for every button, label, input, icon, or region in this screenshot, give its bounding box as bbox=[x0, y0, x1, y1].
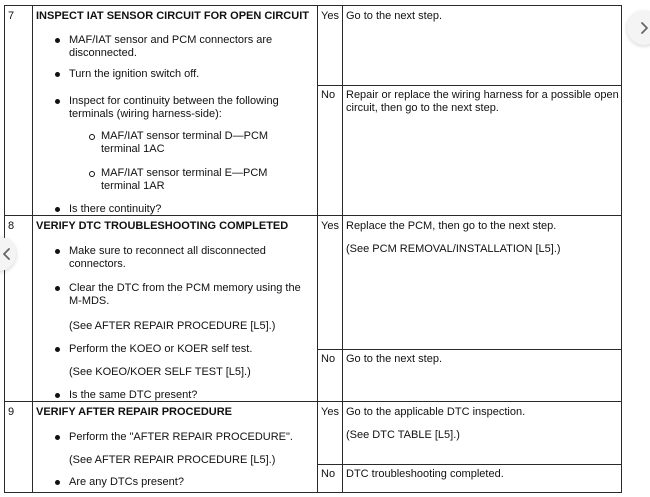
yes-reference: (See DTC TABLE [L5].) bbox=[346, 429, 460, 441]
yes-reference: (See PCM REMOVAL/INSTALLATION [L5].) bbox=[346, 243, 561, 255]
step-title: INSPECT IAT SENSOR CIRCUIT FOR OPEN CIRC… bbox=[36, 10, 309, 22]
reference-text: (See AFTER REPAIR PROCEDURE [L5].) bbox=[69, 454, 276, 466]
next-page-button[interactable] bbox=[627, 11, 650, 45]
question-text: Is there continuity? bbox=[69, 203, 162, 215]
step-title: VERIFY DTC TROUBLESHOOTING COMPLETED bbox=[36, 220, 289, 232]
previous-page-button[interactable] bbox=[0, 237, 16, 271]
instruction-text: MAF/IAT sensor and PCM connectors are bbox=[69, 34, 273, 46]
question-text: Are any DTCs present? bbox=[69, 476, 184, 488]
instruction-text: Turn the ignition switch off. bbox=[69, 68, 200, 80]
row-divider bbox=[5, 401, 621, 402]
no-label: No bbox=[321, 353, 336, 365]
bullet-icon bbox=[55, 480, 60, 485]
bullet-icon bbox=[55, 393, 60, 398]
no-label: No bbox=[321, 89, 336, 101]
instruction-text: terminals (wiring harness-side): bbox=[69, 108, 222, 120]
instruction-text: Make sure to reconnect all disconnected bbox=[69, 245, 266, 257]
instruction-text: Perform the KOEO or KOER self test. bbox=[69, 343, 253, 355]
bullet-icon bbox=[55, 347, 60, 352]
step-number: 9 bbox=[8, 406, 15, 418]
instruction-text: Perform the "AFTER REPAIR PROCEDURE". bbox=[69, 431, 293, 443]
step-title: VERIFY AFTER REPAIR PROCEDURE bbox=[36, 406, 232, 418]
result-divider bbox=[317, 85, 621, 86]
reference-text: (See KOEO/KOER SELF TEST [L5].) bbox=[69, 366, 251, 378]
yes-action: Go to the applicable DTC inspection. bbox=[346, 406, 526, 418]
column-divider-action bbox=[317, 6, 318, 492]
no-action: DTC troubleshooting completed. bbox=[346, 468, 504, 480]
bullet-icon bbox=[55, 286, 60, 291]
chevron-left-icon bbox=[3, 248, 10, 260]
yes-label: Yes bbox=[321, 406, 339, 418]
column-divider-result bbox=[342, 6, 343, 492]
no-label: No bbox=[321, 468, 336, 480]
sub-bullet-icon bbox=[89, 134, 95, 140]
column-divider-step bbox=[32, 6, 33, 492]
result-divider bbox=[317, 349, 621, 350]
instruction-text: Inspect for continuity between the follo… bbox=[69, 95, 279, 107]
instruction-text: connectors. bbox=[69, 258, 126, 270]
yes-label: Yes bbox=[321, 10, 339, 22]
no-action: Repair or replace the wiring harness for… bbox=[346, 89, 619, 101]
instruction-text: Clear the DTC from the PCM memory using … bbox=[69, 282, 301, 294]
sub-bullet-icon bbox=[89, 171, 95, 177]
bullet-icon bbox=[55, 435, 60, 440]
row-divider bbox=[5, 215, 621, 216]
instruction-text: disconnected. bbox=[69, 47, 137, 59]
bullet-icon bbox=[55, 72, 60, 77]
yes-action: Replace the PCM, then go to the next ste… bbox=[346, 220, 557, 232]
question-text: Is the same DTC present? bbox=[69, 389, 198, 401]
no-action: circuit, then go to the next step. bbox=[346, 102, 499, 114]
result-divider bbox=[317, 464, 621, 465]
diagnostic-procedure-table: 7 INSPECT IAT SENSOR CIRCUIT FOR OPEN CI… bbox=[4, 5, 622, 493]
bullet-icon bbox=[55, 249, 60, 254]
yes-label: Yes bbox=[321, 220, 339, 232]
instruction-text: M-MDS. bbox=[69, 295, 110, 307]
reference-text: (See AFTER REPAIR PROCEDURE [L5].) bbox=[69, 320, 276, 332]
sub-instruction-text: MAF/IAT sensor terminal E—PCM bbox=[101, 167, 268, 179]
bullet-icon bbox=[55, 99, 60, 104]
chevron-right-icon bbox=[641, 22, 648, 34]
bullet-icon bbox=[55, 207, 60, 212]
no-action: Go to the next step. bbox=[346, 353, 443, 365]
bullet-icon bbox=[55, 38, 60, 43]
step-number: 7 bbox=[8, 10, 15, 22]
sub-instruction-text: terminal 1AR bbox=[101, 180, 165, 192]
yes-action: Go to the next step. bbox=[346, 10, 443, 22]
sub-instruction-text: terminal 1AC bbox=[101, 143, 165, 155]
step-number: 8 bbox=[8, 220, 15, 232]
sub-instruction-text: MAF/IAT sensor terminal D—PCM bbox=[101, 130, 269, 142]
